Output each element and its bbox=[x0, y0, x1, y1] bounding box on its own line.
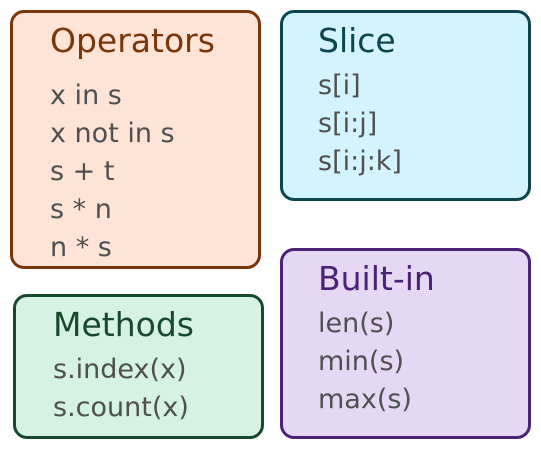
operators-card: Operators x in s x not in s s + t s * n … bbox=[10, 10, 261, 269]
operators-item: s * n bbox=[50, 194, 112, 225]
builtin-title: Built-in bbox=[318, 259, 435, 298]
operators-title: Operators bbox=[50, 21, 215, 60]
builtin-item: min(s) bbox=[318, 346, 405, 377]
methods-list: s.index(x) s.count(x) bbox=[53, 351, 189, 427]
slice-item: s[i] bbox=[318, 70, 361, 101]
methods-item: s.index(x) bbox=[53, 354, 187, 385]
builtin-card: Built-in len(s) min(s) max(s) bbox=[280, 248, 531, 439]
operators-item: x in s bbox=[50, 80, 122, 111]
slice-title: Slice bbox=[318, 21, 396, 60]
builtin-item: len(s) bbox=[318, 308, 395, 339]
slice-item: s[i:j] bbox=[318, 108, 378, 139]
builtin-list: len(s) min(s) max(s) bbox=[318, 305, 412, 419]
builtin-item: max(s) bbox=[318, 384, 412, 415]
slice-card: Slice s[i] s[i:j] s[i:j:k] bbox=[280, 10, 531, 201]
methods-item: s.count(x) bbox=[53, 392, 189, 423]
methods-title: Methods bbox=[53, 305, 194, 344]
operators-item: s + t bbox=[50, 156, 115, 187]
methods-card: Methods s.index(x) s.count(x) bbox=[13, 294, 264, 439]
slice-item: s[i:j:k] bbox=[318, 146, 402, 177]
operators-item: x not in s bbox=[50, 118, 175, 149]
operators-list: x in s x not in s s + t s * n n * s bbox=[50, 77, 175, 267]
operators-item: n * s bbox=[50, 232, 112, 263]
slice-list: s[i] s[i:j] s[i:j:k] bbox=[318, 67, 402, 181]
